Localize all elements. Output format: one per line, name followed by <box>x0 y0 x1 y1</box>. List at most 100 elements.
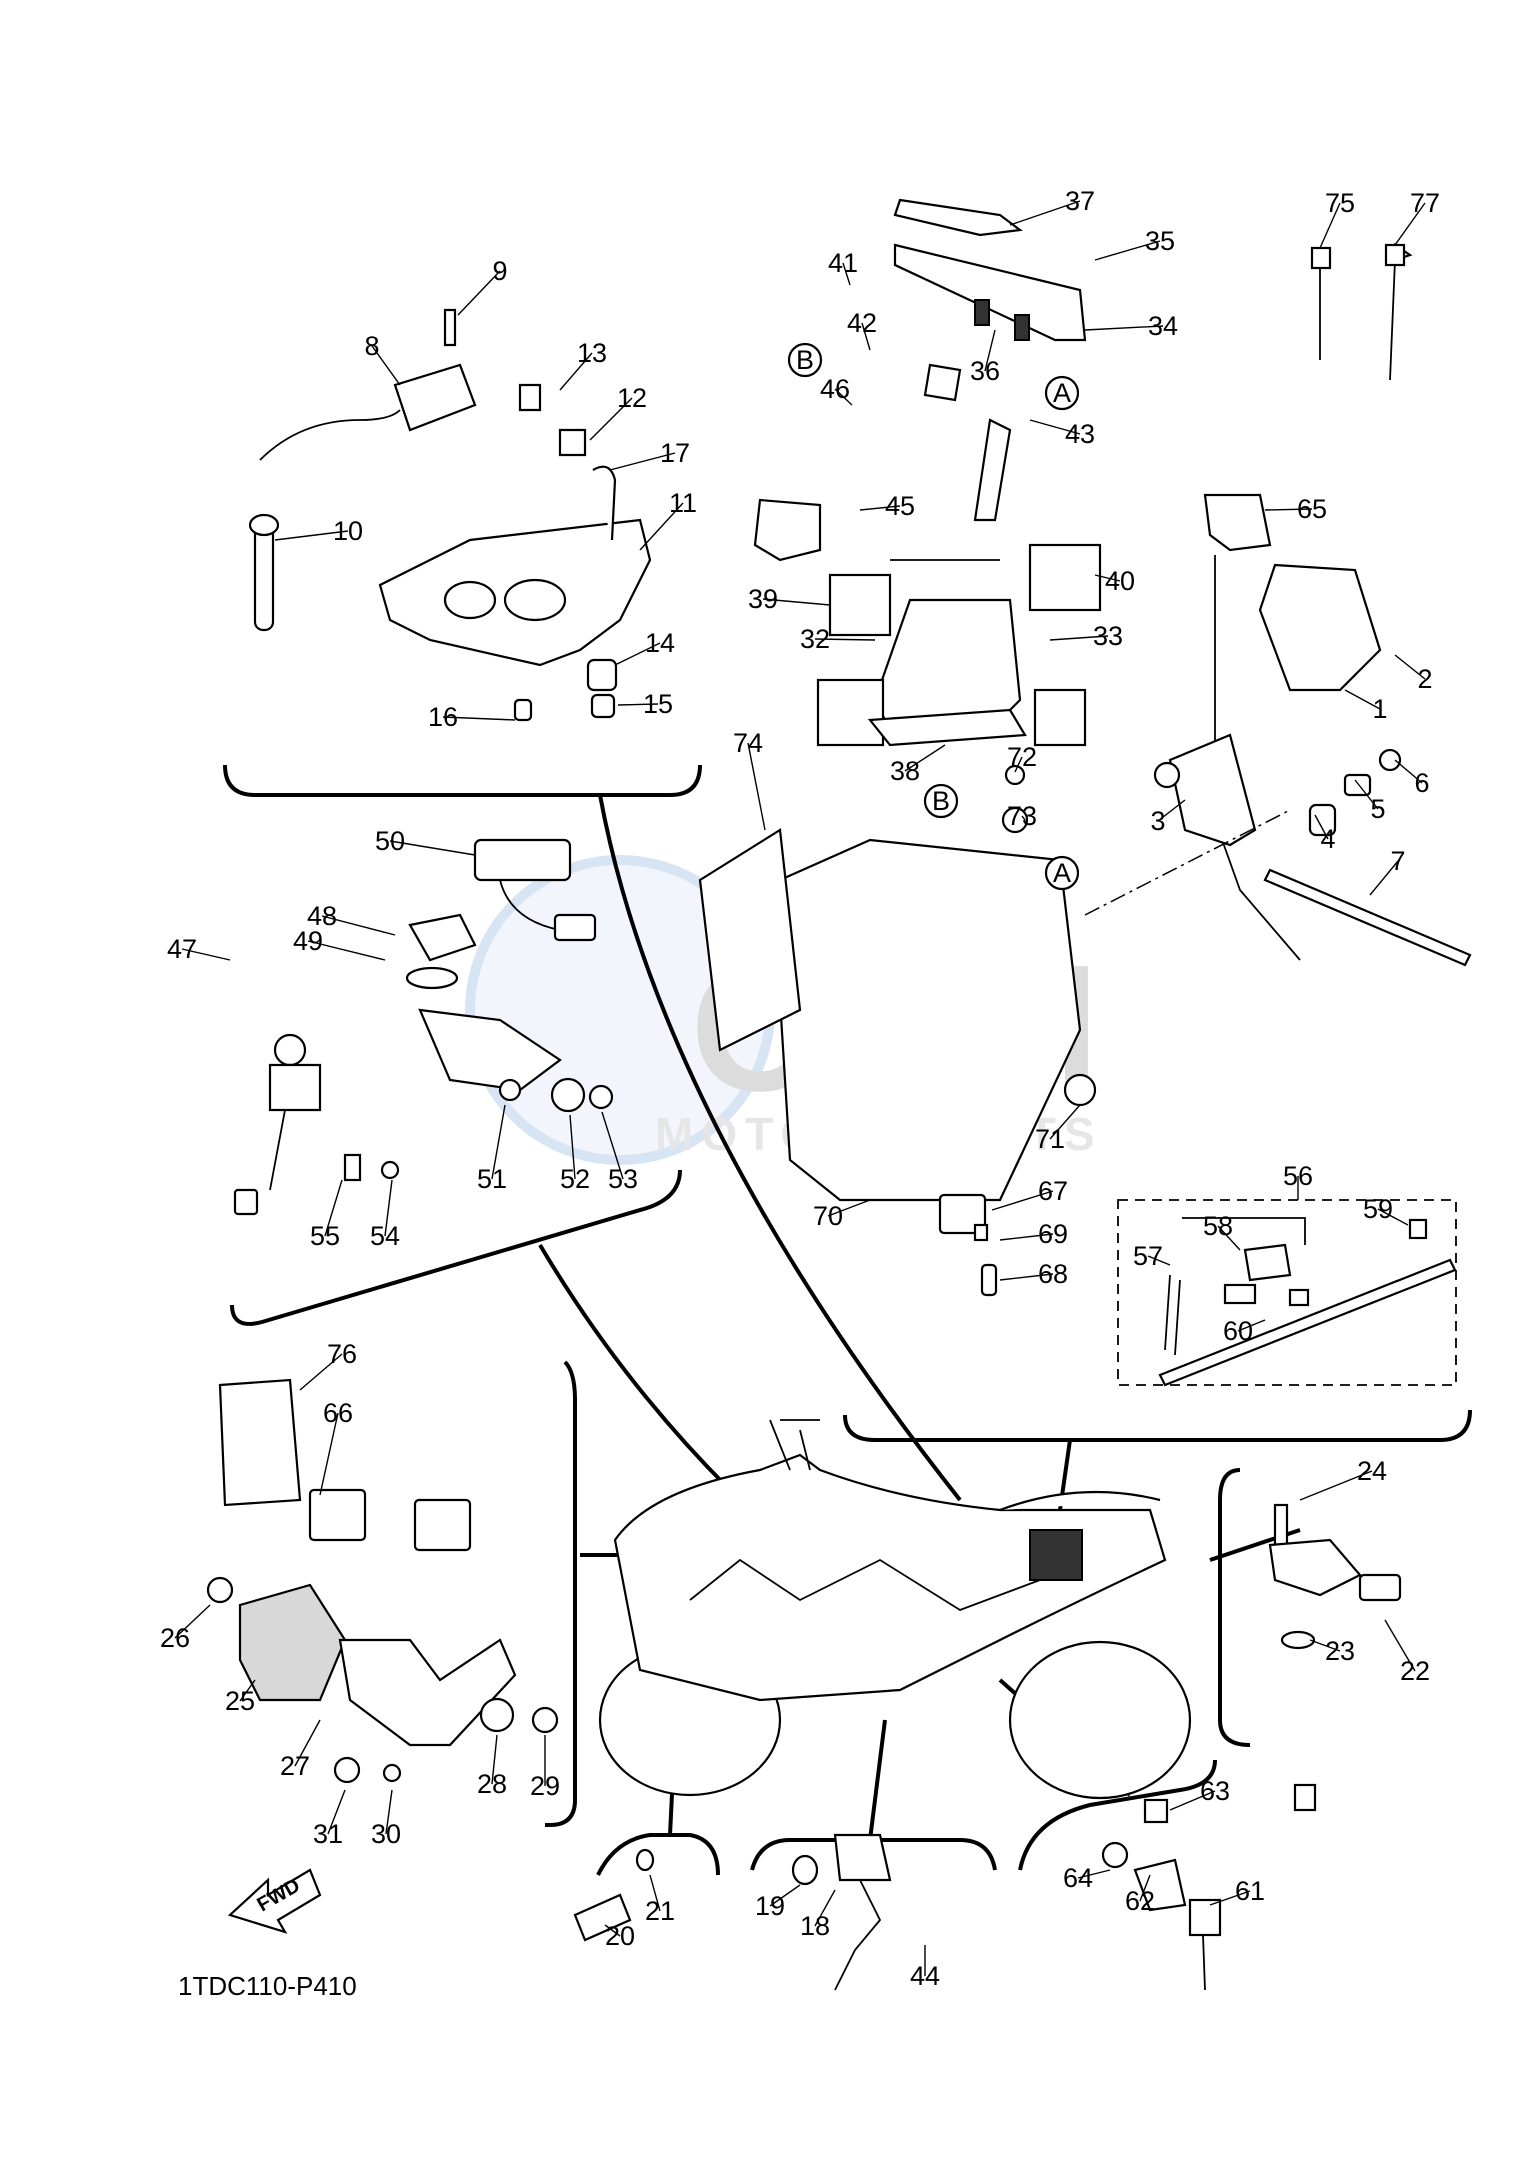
callout-50[interactable]: 50 <box>375 826 405 856</box>
callout-33[interactable]: 33 <box>1093 621 1123 651</box>
callout-64[interactable]: 64 <box>1063 1863 1093 1893</box>
callout-52[interactable]: 52 <box>560 1164 590 1194</box>
callout-23[interactable]: 23 <box>1325 1636 1355 1666</box>
callout-51[interactable]: 51 <box>477 1164 507 1194</box>
callout-43[interactable]: 43 <box>1065 419 1095 449</box>
callout-45[interactable]: 45 <box>885 491 915 521</box>
leader-line-69 <box>999 1233 1054 1241</box>
callout-44[interactable]: 44 <box>910 1961 940 1991</box>
callout-8[interactable]: 8 <box>364 331 379 361</box>
callout-42[interactable]: 42 <box>847 308 877 338</box>
leader-line-52 <box>569 1114 576 1180</box>
callout-47[interactable]: 47 <box>167 934 197 964</box>
callout-74[interactable]: 74 <box>733 728 763 758</box>
leader-line-6 <box>1394 759 1423 784</box>
callout-15[interactable]: 15 <box>643 689 673 719</box>
callout-17[interactable]: 17 <box>660 438 690 468</box>
callout-22[interactable]: 22 <box>1400 1656 1430 1686</box>
callout-29[interactable]: 29 <box>530 1771 560 1801</box>
callout-61[interactable]: 61 <box>1235 1876 1265 1906</box>
group-bottom-sensors <box>573 1783 1317 1991</box>
leader-line-46 <box>834 388 853 406</box>
callout-28[interactable]: 28 <box>477 1769 507 1799</box>
callout-18[interactable]: 18 <box>800 1911 830 1941</box>
callout-38[interactable]: 38 <box>890 756 920 786</box>
callout-48[interactable]: 48 <box>307 901 337 931</box>
callout-59[interactable]: 59 <box>1363 1194 1393 1224</box>
callout-26[interactable]: 26 <box>160 1623 190 1653</box>
callout-76[interactable]: 76 <box>327 1339 357 1369</box>
leader-line-62 <box>1139 1874 1151 1902</box>
leader-line-12 <box>589 397 633 441</box>
leader-line-20 <box>604 1924 621 1937</box>
callout-77[interactable]: 77 <box>1410 188 1440 218</box>
callout-19[interactable]: 19 <box>755 1891 785 1921</box>
callout-75[interactable]: 75 <box>1325 188 1355 218</box>
callout-73[interactable]: 73 <box>1007 801 1037 831</box>
callout-27[interactable]: 27 <box>280 1751 310 1781</box>
callout-34[interactable]: 34 <box>1148 311 1178 341</box>
group-sensor-right <box>1268 1503 1402 1650</box>
callout-68[interactable]: 68 <box>1038 1259 1068 1289</box>
callout-11[interactable]: 11 <box>669 488 697 518</box>
callout-41[interactable]: 41 <box>828 248 858 278</box>
callout-10[interactable]: 10 <box>333 516 363 546</box>
ref-letter-b: B <box>796 345 814 375</box>
leader-line-41 <box>842 262 851 286</box>
callout-71[interactable]: 71 <box>1035 1124 1065 1154</box>
callout-60[interactable]: 60 <box>1223 1316 1253 1346</box>
leader-line-26 <box>174 1604 211 1639</box>
callout-9[interactable]: 9 <box>492 256 507 286</box>
leader-line-51 <box>491 1104 506 1180</box>
callout-4[interactable]: 4 <box>1320 824 1335 854</box>
callout-25[interactable]: 25 <box>225 1686 255 1716</box>
callout-7[interactable]: 7 <box>1390 846 1405 876</box>
callout-63[interactable]: 63 <box>1200 1776 1230 1806</box>
callout-24[interactable]: 24 <box>1357 1456 1387 1486</box>
callout-30[interactable]: 30 <box>371 1819 401 1849</box>
callout-12[interactable]: 12 <box>617 383 647 413</box>
leader-line-76 <box>299 1353 343 1391</box>
callout-21[interactable]: 21 <box>645 1896 675 1926</box>
callout-46[interactable]: 46 <box>820 374 850 404</box>
callout-3[interactable]: 3 <box>1150 806 1165 836</box>
callout-5[interactable]: 5 <box>1370 794 1385 824</box>
callout-36[interactable]: 36 <box>970 356 1000 386</box>
callout-66[interactable]: 66 <box>323 1398 353 1428</box>
callout-55[interactable]: 55 <box>310 1221 340 1251</box>
callout-56[interactable]: 56 <box>1283 1161 1313 1191</box>
callout-6[interactable]: 6 <box>1414 768 1429 798</box>
callout-2[interactable]: 2 <box>1417 664 1432 694</box>
callout-49[interactable]: 49 <box>293 926 323 956</box>
callout-20[interactable]: 20 <box>605 1921 635 1951</box>
callout-32[interactable]: 32 <box>800 624 830 654</box>
callout-72[interactable]: 72 <box>1007 742 1037 772</box>
callout-31[interactable]: 31 <box>313 1819 343 1849</box>
leader-line-68 <box>999 1273 1054 1281</box>
callout-58[interactable]: 58 <box>1203 1211 1233 1241</box>
group-rectifier <box>206 1378 559 1784</box>
callout-14[interactable]: 14 <box>645 628 675 658</box>
vehicle-atv <box>598 1419 1192 1800</box>
callout-62[interactable]: 62 <box>1125 1886 1155 1916</box>
callout-35[interactable]: 35 <box>1145 226 1175 256</box>
callout-13[interactable]: 13 <box>577 338 607 368</box>
callout-69[interactable]: 69 <box>1038 1219 1068 1249</box>
group-relay-right <box>1084 242 1472 967</box>
fwd-arrow[interactable]: FWD <box>227 1868 322 1934</box>
callout-65[interactable]: 65 <box>1297 494 1327 524</box>
callout-67[interactable]: 67 <box>1038 1176 1068 1206</box>
callout-40[interactable]: 40 <box>1105 566 1135 596</box>
leader-line-21 <box>649 1874 661 1912</box>
callout-70[interactable]: 70 <box>813 1201 843 1231</box>
callout-39[interactable]: 39 <box>748 584 778 614</box>
leader-line-50 <box>389 840 476 856</box>
callout-16[interactable]: 16 <box>428 702 458 732</box>
leader-line-64 <box>1077 1869 1111 1879</box>
callout-53[interactable]: 53 <box>608 1164 638 1194</box>
callout-1[interactable]: 1 <box>1372 694 1387 724</box>
callout-54[interactable]: 54 <box>370 1221 400 1251</box>
callout-57[interactable]: 57 <box>1133 1241 1163 1271</box>
callout-37[interactable]: 37 <box>1065 186 1095 216</box>
leader-line-8 <box>371 345 401 386</box>
